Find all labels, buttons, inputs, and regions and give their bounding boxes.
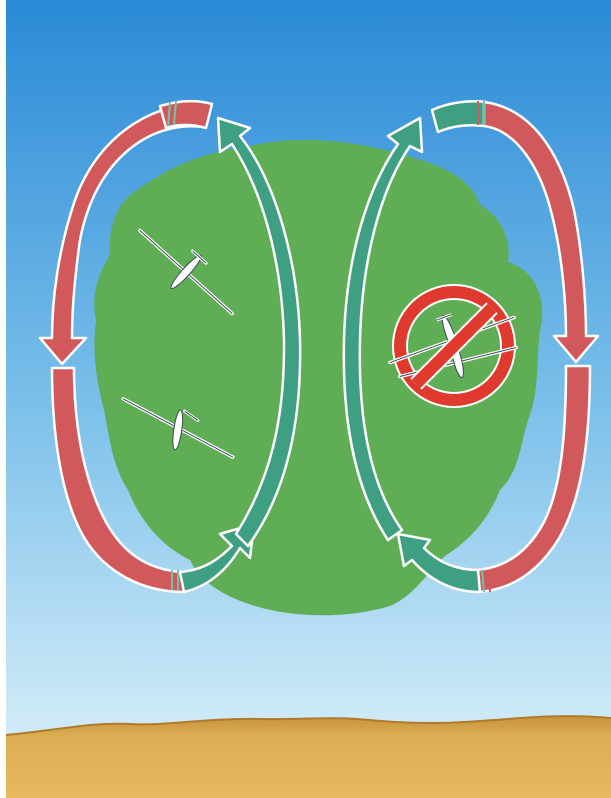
page-edge (0, 0, 6, 798)
ground (6, 716, 611, 798)
